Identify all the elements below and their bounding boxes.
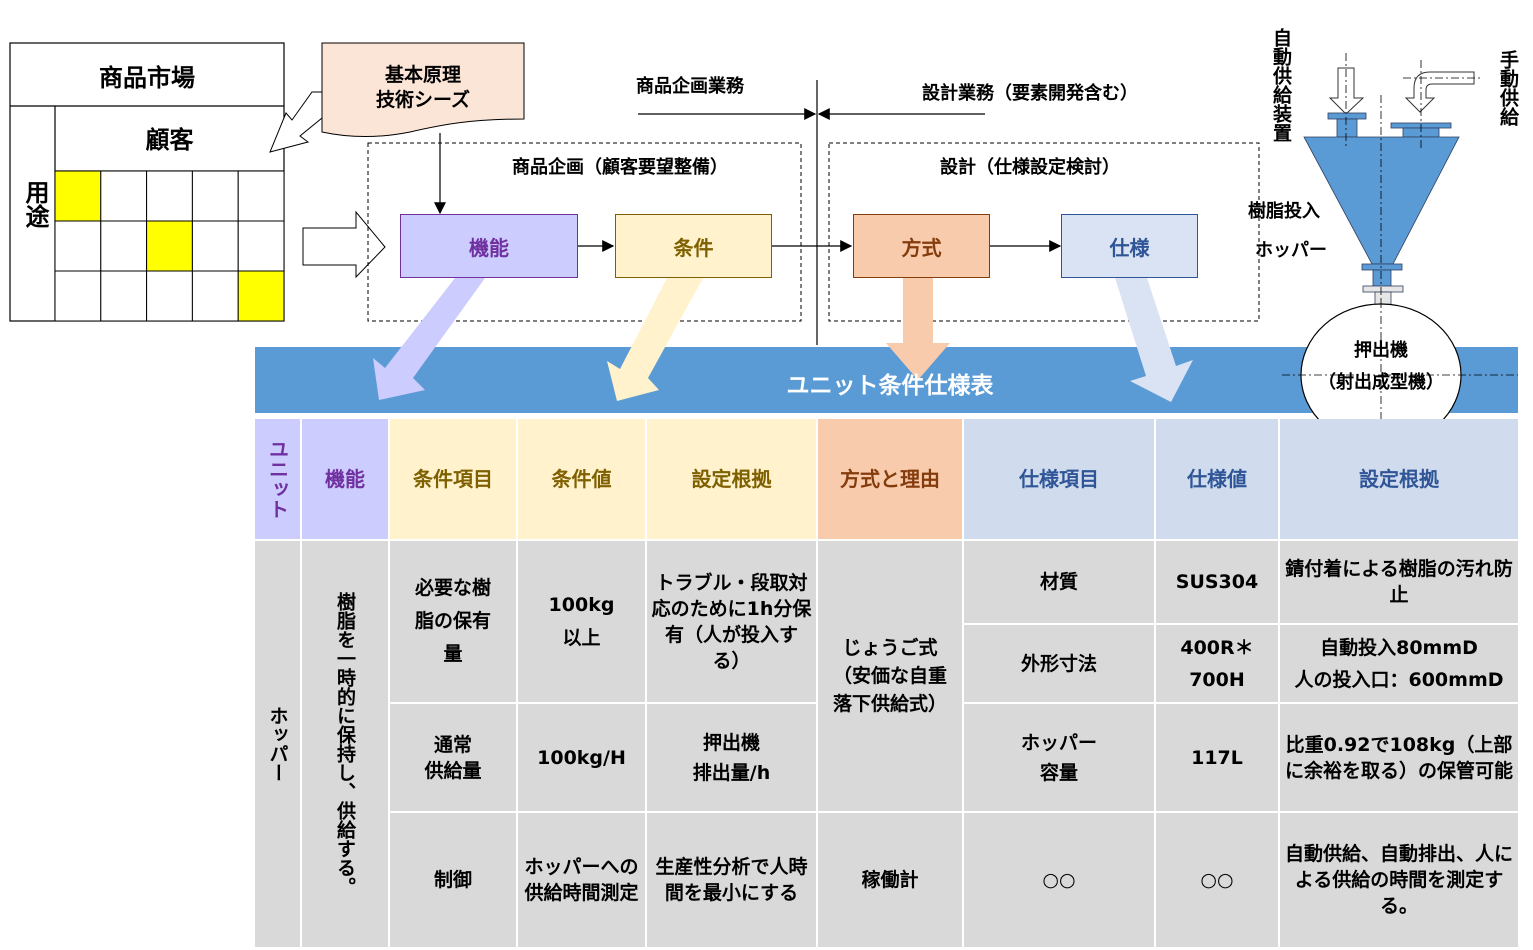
header-condition-basis: 設定根拠 [647, 419, 816, 539]
market-to-planning-arrow [302, 210, 386, 279]
flow-function-box: 機能 [400, 214, 578, 278]
seeds-note-line2: 技術シーズ [375, 89, 471, 111]
seeds-note-line1: 基本原理 [384, 64, 461, 86]
spec-basis-1: 錆付着による樹脂の汚れ防止 [1280, 541, 1518, 623]
header-condition-item: 条件項目 [390, 419, 516, 539]
function-down-arrow [373, 278, 485, 400]
customer-label: 顧客 [145, 126, 194, 154]
hopper-label-2: ホッパー [1255, 240, 1327, 261]
spec-down-arrow [1115, 278, 1193, 402]
header-unit: ユニット [255, 419, 300, 539]
spec-value-1: SUS304 [1156, 541, 1278, 623]
spec-item-2: 外形寸法 [964, 625, 1154, 702]
spec-basis-4: 自動供給、自動排出、人による供給の時間を測定する。 [1280, 813, 1518, 947]
market-grid-cell [100, 170, 148, 222]
spec-value-4: ○○ [1156, 813, 1278, 947]
header-spec-item: 仕様項目 [964, 419, 1154, 539]
header-function: 機能 [302, 419, 388, 539]
spec-item-3: ホッパー 容量 [964, 704, 1154, 811]
header-condition-value: 条件値 [518, 419, 645, 539]
planning-group-box [367, 142, 802, 322]
condition-value-1: 100kg 以上 [518, 541, 645, 702]
extruder-label-2: （射出成型機） [1318, 372, 1444, 393]
manual-feed-label: 手動供給 [1497, 50, 1519, 126]
condition-value-2: 100kg/H [518, 704, 645, 811]
seeds-to-customer-arrow [269, 91, 323, 153]
spec-table: ユニット 機能 条件項目 条件値 設定根拠 方式と理由 仕様項目 仕様値 設定根… [255, 419, 1518, 947]
flow-spec-box: 仕様 [1061, 214, 1198, 278]
market-grid-cell [54, 270, 102, 322]
flow-condition-box: 条件 [615, 214, 772, 278]
market-grid-cell [54, 170, 102, 222]
market-grid-cell [191, 220, 239, 272]
market-grid-cell [146, 220, 193, 272]
table-title: ユニット条件仕様表 [786, 373, 994, 399]
planning-work-label: 商品企画業務 [636, 76, 744, 97]
manual-feed-arrow [1404, 71, 1475, 113]
market-grid [54, 170, 285, 322]
condition-basis-3: 生産性分析で人時間を最小にする [647, 813, 816, 947]
method-cell-2: 稼働計 [818, 813, 962, 947]
spec-basis-2: 自動投入80mmD 人の投入口：600mmD [1280, 625, 1518, 702]
market-grid-cell [191, 270, 239, 322]
extruder-label-1: 押出機 [1354, 340, 1408, 361]
spec-value-3: 117L [1156, 704, 1278, 811]
spec-basis-3: 比重0.92で108kg（上部に余裕を取る）の保管可能 [1280, 704, 1518, 811]
condition-value-3: ホッパーへの供給時間測定 [518, 813, 645, 947]
design-group-box [828, 142, 1260, 322]
usage-label: 用途 [21, 180, 49, 228]
auto-feed-arrow [1328, 67, 1365, 115]
seeds-document-shape [321, 42, 525, 137]
function-cell: 樹脂を一時的に保持し、供給する。 [302, 541, 388, 947]
design-work-label: 設計業務（要素開発含む） [922, 83, 1138, 104]
method-down-arrow [886, 278, 950, 380]
condition-down-arrow [607, 278, 703, 401]
spec-value-2: 400R＊ 700H [1156, 625, 1278, 702]
market-grid-cell [100, 220, 148, 272]
market-title: 商品市場 [99, 64, 195, 92]
market-grid-cell [146, 270, 193, 322]
flow-method-box: 方式 [853, 214, 990, 278]
spec-item-4: ○○ [964, 813, 1154, 947]
planning-group-label: 商品企画（顧客要望整備） [512, 157, 728, 178]
market-grid-cell [100, 270, 148, 322]
method-cell-1: じょうご式 （安価な自重落下供給式） [818, 541, 962, 811]
condition-basis-1: トラブル・段取対応のために1h分保有（人が投入する） [647, 541, 816, 702]
auto-feed-label: 自動供給装置 [1270, 28, 1292, 142]
condition-item-3: 制御 [390, 813, 516, 947]
header-spec-basis: 設定根拠 [1280, 419, 1518, 539]
hopper-label-1: 樹脂投入 [1248, 201, 1320, 222]
spec-item-1: 材質 [964, 541, 1154, 623]
unit-cell: ホッパー [255, 541, 300, 947]
market-grid-cell [237, 270, 285, 322]
design-group-label: 設計（仕様設定検討） [940, 157, 1120, 178]
header-method-reason: 方式と理由 [818, 419, 962, 539]
condition-item-2: 通常 供給量 [390, 704, 516, 811]
header-spec-value: 仕様値 [1156, 419, 1278, 539]
condition-item-1: 必要な樹脂の保有量 [390, 541, 516, 702]
condition-basis-2: 押出機 排出量/h [647, 704, 816, 811]
